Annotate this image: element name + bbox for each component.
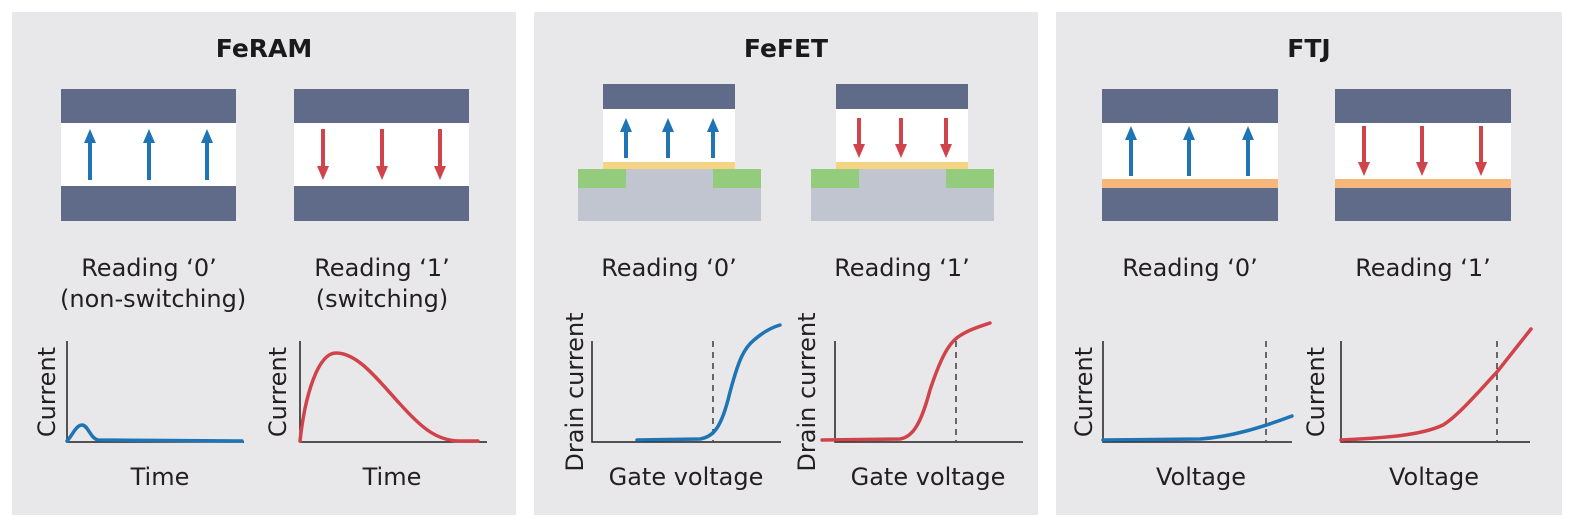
arrow-head xyxy=(620,118,632,132)
arrow-head xyxy=(376,166,388,180)
fefet-interlayer-1 xyxy=(836,162,968,169)
ftj-tunnel-layer-1 xyxy=(1335,179,1511,188)
arrow-head xyxy=(143,129,155,143)
caption-ftj-0: Reading ‘0’ xyxy=(1101,253,1279,284)
transfer-curve-fefet-0 xyxy=(635,323,782,442)
feram-top-electrode-1 xyxy=(294,89,469,123)
xlabel-ftj-1: Voltage xyxy=(1388,463,1480,491)
polarization-arrow-icon xyxy=(940,118,952,158)
panel-title-feram: FeRAM xyxy=(215,34,313,63)
panel-title-fefet: FeFET xyxy=(743,34,829,63)
ftj-bottom-electrode-1 xyxy=(1335,188,1511,221)
arrow-head xyxy=(853,144,865,158)
graph-axes xyxy=(66,341,244,443)
polarization-arrow-icon xyxy=(201,129,213,180)
arrow-head xyxy=(662,118,674,132)
iv-curve-ftj-0 xyxy=(1101,414,1294,442)
ftj-top-electrode-1 xyxy=(1335,89,1511,123)
arrow-head xyxy=(201,129,213,143)
iv-curve-ftj-1 xyxy=(1339,327,1533,442)
arrow-head xyxy=(84,129,96,143)
polarization-arrow-icon xyxy=(1416,126,1428,176)
ylabel-ftj-1: Current xyxy=(1302,346,1330,438)
ftj-tunnel-layer-0 xyxy=(1102,179,1278,188)
fefet-gate-1 xyxy=(836,84,968,109)
ylabel-fefet-0: Drain current xyxy=(561,312,589,472)
xlabel-feram-1: Time xyxy=(362,463,422,491)
graph-axes xyxy=(834,341,1023,443)
polarization-arrow-icon xyxy=(143,129,155,180)
xlabel-ftj-0: Voltage xyxy=(1155,463,1247,491)
feram-bottom-electrode-0 xyxy=(61,186,236,221)
transfer-curve-fefet-1 xyxy=(820,321,992,442)
polarization-arrow-icon xyxy=(707,118,719,158)
fefet-drain-0 xyxy=(713,169,761,188)
arrow-head xyxy=(707,118,719,132)
ylabel-fefet-1: Drain current xyxy=(793,312,821,472)
fefet-drain-1 xyxy=(946,169,994,188)
polarization-arrow-icon xyxy=(1358,126,1370,176)
ftj-bottom-electrode-0 xyxy=(1102,188,1278,221)
feram-top-electrode-0 xyxy=(61,89,236,123)
fefet-source-0 xyxy=(578,169,626,188)
caption-fefet-1: Reading ‘1’ xyxy=(813,253,991,284)
arrow-head xyxy=(1475,162,1487,176)
caption-feram-1: Reading ‘1’ (switching) xyxy=(293,253,471,315)
caption-line1: Reading ‘1’ xyxy=(1355,254,1491,282)
arrow-head xyxy=(1183,126,1195,140)
current-curve-feram-1 xyxy=(298,351,480,443)
graph-axes xyxy=(591,341,781,443)
caption-line1: Reading ‘0’ xyxy=(601,254,737,282)
caption-line2: (switching) xyxy=(315,285,449,313)
fefet-gate-0 xyxy=(603,84,735,109)
graph-axes xyxy=(1340,341,1530,443)
caption-line2: (non-switching) xyxy=(60,285,247,313)
arrow-head xyxy=(940,144,952,158)
caption-line1: Reading ‘0’ xyxy=(1122,254,1258,282)
polarization-arrow-icon xyxy=(662,118,674,158)
polarization-arrow-icon xyxy=(853,118,865,158)
polarization-arrow-icon xyxy=(434,129,446,180)
polarization-arrow-icon xyxy=(1183,126,1195,176)
caption-ftj-1: Reading ‘1’ xyxy=(1334,253,1512,284)
caption-line1: Reading ‘1’ xyxy=(834,254,970,282)
feram-bottom-electrode-1 xyxy=(294,186,469,221)
polarization-arrow-icon xyxy=(895,118,907,158)
polarization-arrow-icon xyxy=(620,118,632,158)
arrow-head xyxy=(1242,126,1254,140)
panel-title-ftj: FTJ xyxy=(1287,34,1331,63)
polarization-arrow-icon xyxy=(1125,126,1137,176)
ftj-top-electrode-0 xyxy=(1102,89,1278,123)
xlabel-fefet-0: Gate voltage xyxy=(608,463,764,491)
polarization-arrow-icon xyxy=(376,129,388,180)
xlabel-feram-0: Time xyxy=(130,463,190,491)
arrow-head xyxy=(317,166,329,180)
arrow-head xyxy=(434,166,446,180)
caption-fefet-0: Reading ‘0’ xyxy=(580,253,758,284)
arrow-head xyxy=(1125,126,1137,140)
caption-feram-0: Reading ‘0’ (non-switching) xyxy=(60,253,247,315)
polarization-arrow-icon xyxy=(317,129,329,180)
ylabel-feram-1: Current xyxy=(264,346,292,438)
arrow-head xyxy=(1416,162,1428,176)
arrow-head xyxy=(1358,162,1370,176)
fefet-interlayer-0 xyxy=(603,162,735,169)
caption-line1: Reading ‘1’ xyxy=(314,254,450,282)
current-curve-feram-0 xyxy=(65,423,244,443)
caption-line1: Reading ‘0’ xyxy=(81,254,217,282)
polarization-arrow-icon xyxy=(1475,126,1487,176)
ylabel-ftj-0: Current xyxy=(1070,346,1098,438)
polarization-arrow-icon xyxy=(1242,126,1254,176)
polarization-arrow-icon xyxy=(84,129,96,180)
xlabel-fefet-1: Gate voltage xyxy=(850,463,1006,491)
ylabel-feram-0: Current xyxy=(33,346,61,438)
fefet-source-1 xyxy=(811,169,859,188)
graph-axes xyxy=(1102,341,1292,443)
arrow-head xyxy=(895,144,907,158)
